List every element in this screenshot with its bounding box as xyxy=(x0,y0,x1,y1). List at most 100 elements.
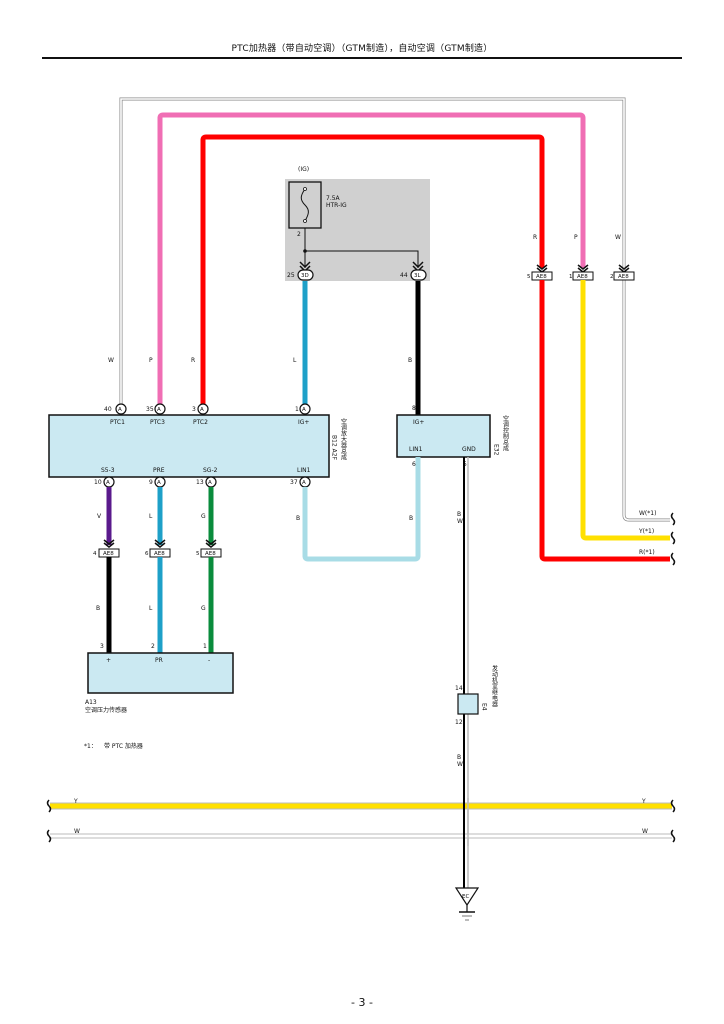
fuse-output-3l: 3L 44 xyxy=(400,261,427,281)
ptc-unit-name: 空调放大器总成 xyxy=(340,417,347,461)
ground-label: EC xyxy=(462,894,469,900)
svg-text:5: 5 xyxy=(196,551,200,557)
svg-text:B: B xyxy=(409,515,413,522)
junction-connector xyxy=(457,693,479,715)
page-number: - 3 - xyxy=(351,996,373,1009)
svg-text:14: 14 xyxy=(455,685,463,692)
svg-text:6: 6 xyxy=(145,551,149,557)
svg-text:3L: 3L xyxy=(414,273,421,279)
fuse-icon xyxy=(300,188,309,222)
junction-name: 发动机室继电器 xyxy=(491,664,498,708)
svg-text:8: 8 xyxy=(412,405,416,412)
title-rule xyxy=(42,57,682,59)
control-unit-box xyxy=(396,414,491,458)
svg-text:LIN1: LIN1 xyxy=(297,467,311,474)
svg-text:W: W xyxy=(74,828,80,835)
svg-text:A: A xyxy=(200,407,204,413)
ptc-unit-code: B12 A2F xyxy=(331,435,338,461)
svg-text:G: G xyxy=(201,513,206,520)
svg-text:A: A xyxy=(302,407,306,413)
svg-text:Y: Y xyxy=(641,798,646,805)
svg-text:SG-2: SG-2 xyxy=(203,467,218,474)
svg-text:+: + xyxy=(106,657,111,664)
svg-text:W: W xyxy=(615,234,621,241)
fuse-name: HTR-IG xyxy=(326,202,347,209)
svg-text:44: 44 xyxy=(400,272,408,279)
svg-text:3: 3 xyxy=(100,643,104,650)
svg-text:B: B xyxy=(96,605,100,612)
svg-text:B: B xyxy=(296,515,300,522)
svg-text:13: 13 xyxy=(196,479,204,486)
svg-text:IG+: IG+ xyxy=(298,419,309,426)
control-unit-code: E32 xyxy=(493,444,500,456)
footnote-marker: *1： xyxy=(84,743,97,750)
svg-text:W: W xyxy=(457,761,463,768)
ground-icon xyxy=(454,887,480,921)
svg-text:AE8: AE8 xyxy=(536,274,547,280)
ptc-top-wire-labels: W P R xyxy=(108,357,195,364)
pressure-sensor-code: A13 xyxy=(85,699,97,706)
svg-text:12: 12 xyxy=(455,719,463,726)
svg-text:S5-3: S5-3 xyxy=(101,467,115,474)
svg-text:P: P xyxy=(149,357,153,364)
control-unit-name: 空调控制总成 xyxy=(502,414,509,452)
svg-text:G: G xyxy=(201,605,206,612)
svg-text:B: B xyxy=(457,511,461,518)
svg-text:PR: PR xyxy=(155,657,163,664)
svg-text:PTC1: PTC1 xyxy=(110,419,125,426)
ae8-connector-4: AE8 4 xyxy=(93,539,120,558)
junction-code: E4 xyxy=(481,703,488,711)
wire-lin1 xyxy=(302,457,421,562)
svg-text:W(*1): W(*1) xyxy=(639,510,656,517)
svg-text:AE8: AE8 xyxy=(154,551,165,557)
pressure-sensor-name: 空调压力传感器 xyxy=(85,706,127,714)
svg-text:6: 6 xyxy=(412,461,416,468)
svg-text:LIN1: LIN1 xyxy=(409,446,423,453)
svg-text:R: R xyxy=(533,234,537,241)
svg-text:A: A xyxy=(106,480,110,486)
svg-text:5: 5 xyxy=(527,274,531,280)
svg-text:1: 1 xyxy=(569,274,573,280)
svg-text:GND: GND xyxy=(462,446,476,453)
svg-text:25: 25 xyxy=(287,272,295,279)
svg-text:W: W xyxy=(642,828,648,835)
svg-text:9: 9 xyxy=(149,479,153,486)
svg-text:L: L xyxy=(293,357,297,364)
svg-text:V: V xyxy=(97,513,102,520)
ae8-connector-w: W AE8 2 xyxy=(610,234,635,281)
svg-text:P: P xyxy=(574,234,578,241)
svg-text:PTC2: PTC2 xyxy=(193,419,208,426)
wire-p-top-loop xyxy=(157,112,586,405)
wire-r-top-loop xyxy=(200,134,545,405)
fuse-output-3d: 3D 25 xyxy=(287,261,314,281)
svg-text:2: 2 xyxy=(610,274,614,280)
svg-text:R: R xyxy=(191,357,195,364)
svg-text:10: 10 xyxy=(94,479,102,486)
svg-text:A: A xyxy=(208,480,212,486)
svg-text:B: B xyxy=(457,754,461,761)
svg-text:AE8: AE8 xyxy=(577,274,588,280)
svg-text:IG+: IG+ xyxy=(413,419,424,426)
svg-text:R(*1): R(*1) xyxy=(639,549,655,556)
svg-text:35: 35 xyxy=(146,406,154,413)
fuse-supply-label: (IG) xyxy=(298,166,309,173)
ae8-connector-5: AE8 5 xyxy=(196,539,222,558)
svg-text:AE8: AE8 xyxy=(205,551,216,557)
svg-text:4: 4 xyxy=(93,551,97,557)
ae8-connector-p: P AE8 1 xyxy=(569,234,594,281)
svg-text:A: A xyxy=(302,480,306,486)
svg-text:A: A xyxy=(157,407,161,413)
svg-text:-: - xyxy=(208,657,210,664)
svg-text:Y(*1): Y(*1) xyxy=(638,528,654,535)
svg-text:AE8: AE8 xyxy=(103,551,114,557)
svg-text:PRE: PRE xyxy=(153,467,165,474)
wire-w-top-loop xyxy=(119,97,670,522)
svg-text:1: 1 xyxy=(203,643,207,650)
svg-text:2: 2 xyxy=(151,643,155,650)
svg-text:3D: 3D xyxy=(301,273,309,279)
svg-text:37: 37 xyxy=(290,479,298,486)
svg-text:1: 1 xyxy=(295,406,299,413)
